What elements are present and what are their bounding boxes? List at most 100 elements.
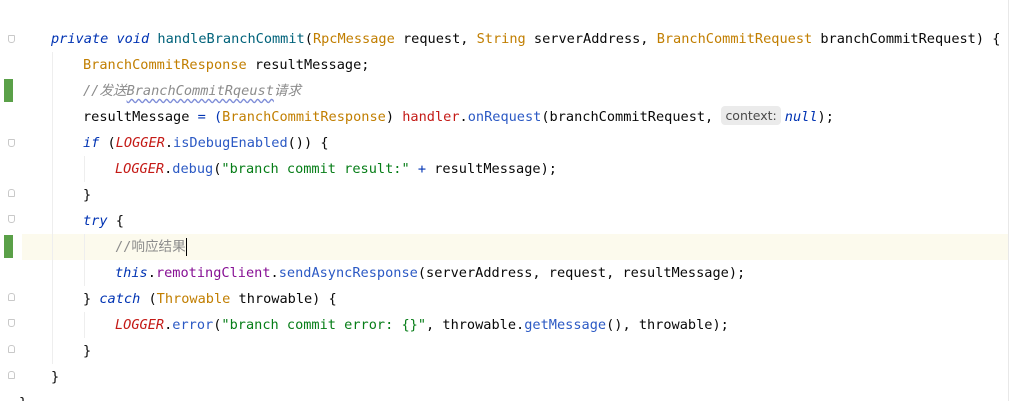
- comment-suffix: 请求: [273, 83, 302, 99]
- logger-ref[interactable]: LOGGER: [115, 135, 165, 151]
- code-line-7[interactable]: }: [83, 182, 91, 208]
- call-args: , throwable.: [426, 317, 525, 333]
- code-line-2[interactable]: BranchCommitResponse resultMessage;: [83, 52, 369, 78]
- dot: .: [459, 109, 468, 125]
- comment-typo-word[interactable]: BranchCommitRqeust: [126, 83, 274, 99]
- statement-end: );: [540, 161, 557, 177]
- call-onrequest[interactable]: onRequest: [467, 109, 542, 125]
- code-line-9[interactable]: //响应结果: [115, 234, 187, 260]
- dot: .: [147, 265, 156, 281]
- if-close: ()) {: [287, 135, 329, 151]
- param-serveraddress: serverAddress,: [525, 31, 657, 47]
- keyword-this: this: [115, 265, 148, 281]
- statement-end: );: [728, 265, 746, 281]
- catch-param: throwable) {: [230, 291, 337, 307]
- string-literal: "branch commit result:": [221, 161, 410, 177]
- keyword-try: try: [83, 213, 108, 229]
- var-resultmessage: resultMessage: [434, 161, 541, 177]
- indent-guide-catch: [84, 312, 85, 338]
- cast-close: ): [385, 109, 403, 125]
- var-resultmessage: resultMessage: [622, 265, 729, 281]
- comment-response: //响应结果: [115, 239, 186, 255]
- change-marker-response-comment[interactable]: [4, 235, 13, 258]
- call-sendasyncresponse[interactable]: sendAsyncResponse: [278, 265, 418, 281]
- keyword-catch: catch: [99, 291, 141, 307]
- handler-ref[interactable]: handler: [402, 109, 460, 125]
- field-remotingclient[interactable]: remotingClient: [155, 265, 271, 281]
- fold-if-close-icon[interactable]: [8, 189, 15, 197]
- code-line-8[interactable]: try {: [83, 208, 124, 234]
- fold-try-open-icon[interactable]: [8, 215, 15, 223]
- type-throwable[interactable]: Throwable: [156, 291, 231, 307]
- assign-operator: = (: [189, 109, 223, 125]
- type-string[interactable]: String: [476, 31, 526, 47]
- statement-end: );: [817, 109, 834, 125]
- code-line-12[interactable]: LOGGER.error("branch commit error: {}", …: [115, 312, 729, 338]
- method-name[interactable]: handleBranchCommit: [157, 31, 305, 47]
- dot: .: [270, 265, 279, 281]
- param-branchcommitrequest: branchCommitRequest) {: [812, 31, 1001, 47]
- call-args: (serverAddress, request,: [417, 265, 623, 281]
- if-open: (: [99, 135, 116, 151]
- code-line-14[interactable]: }: [51, 364, 59, 390]
- paren: (: [213, 317, 222, 333]
- parameter-hint-context: context:: [721, 106, 781, 125]
- code-line-5[interactable]: if (LOGGER.isDebugEnabled()) {: [83, 130, 329, 156]
- type-rpcmessage[interactable]: RpcMessage: [312, 31, 395, 47]
- paren: (: [304, 31, 313, 47]
- close-brace: }: [83, 291, 100, 307]
- code-line-6[interactable]: LOGGER.debug("branch commit result:" + r…: [115, 156, 557, 182]
- keyword-void: void: [116, 31, 150, 47]
- indent-guide-try: [84, 234, 85, 286]
- keyword-null: null: [784, 109, 818, 125]
- type-branchcommitrequest[interactable]: BranchCommitRequest: [656, 31, 813, 47]
- code-line-4[interactable]: resultMessage = (BranchCommitResponse) h…: [83, 104, 834, 130]
- logger-ref[interactable]: LOGGER: [115, 161, 165, 177]
- dot: .: [164, 317, 173, 333]
- change-marker-comment[interactable]: [4, 79, 13, 102]
- var-resultmessage: resultMessage: [83, 109, 190, 125]
- call-debug[interactable]: debug: [172, 161, 214, 177]
- var-declaration: resultMessage;: [246, 57, 370, 73]
- logger-ref[interactable]: LOGGER: [115, 317, 165, 333]
- call-error[interactable]: error: [172, 317, 214, 333]
- keyword-private: private: [51, 31, 109, 47]
- close-brace: }: [83, 187, 92, 203]
- fold-catch-close-icon[interactable]: [8, 345, 15, 353]
- keyword-if: if: [83, 135, 100, 151]
- fold-catch-open-icon[interactable]: [8, 319, 15, 327]
- catch-open: (: [140, 291, 157, 307]
- plus-operator: +: [409, 161, 435, 177]
- fold-if-open-icon[interactable]: [8, 139, 15, 147]
- paren: (: [213, 161, 222, 177]
- comment-prefix: //发送: [83, 83, 127, 99]
- indent-guide-if: [84, 156, 85, 182]
- cast-type[interactable]: BranchCommitResponse: [222, 109, 386, 125]
- type-branchcommitresponse[interactable]: BranchCommitResponse: [83, 57, 247, 73]
- call-isdebugenabled[interactable]: isDebugEnabled: [173, 135, 288, 151]
- close-brace: }: [51, 369, 60, 385]
- code-line-13[interactable]: }: [83, 338, 91, 364]
- close-brace: }: [19, 395, 27, 401]
- code-line-11[interactable]: } catch (Throwable throwable) {: [83, 286, 337, 312]
- call-args: (branchCommitRequest,: [541, 109, 722, 125]
- statement-end: (), throwable);: [606, 317, 729, 333]
- code-line-15[interactable]: }: [19, 390, 27, 401]
- editor-gutter: [0, 0, 22, 401]
- fold-try-close-icon[interactable]: [8, 293, 15, 301]
- fold-method-open-icon[interactable]: [8, 35, 15, 43]
- code-line-1[interactable]: private void handleBranchCommit(RpcMessa…: [51, 26, 1000, 52]
- code-line-3[interactable]: //发送BranchCommitRqeust请求: [83, 78, 301, 104]
- call-getmessage[interactable]: getMessage: [524, 317, 607, 333]
- dot: .: [164, 135, 174, 151]
- code-line-10[interactable]: this.remotingClient.sendAsyncResponse(se…: [115, 260, 745, 286]
- fold-method-close-icon[interactable]: [8, 371, 15, 379]
- param-request: request,: [394, 31, 477, 47]
- text-cursor: [185, 238, 187, 256]
- open-brace: {: [107, 213, 124, 229]
- close-brace: }: [83, 343, 92, 359]
- string-literal: "branch commit error: {}": [221, 317, 427, 333]
- dot: .: [164, 161, 173, 177]
